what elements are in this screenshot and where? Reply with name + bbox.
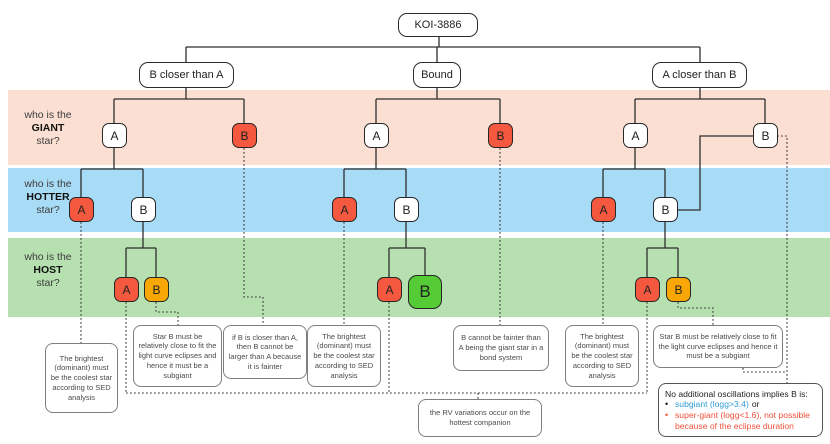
node-right-giant-a: A: [623, 123, 648, 148]
bullet-dot-icon: •: [665, 399, 669, 410]
note-subgiant-right: Star B must be relatively close to fit t…: [653, 325, 783, 368]
node-right-host-a: A: [635, 277, 660, 302]
note-sed-right: The brightest (dominant) must be the coo…: [565, 325, 639, 387]
node-mid-hotter-a: A: [332, 197, 357, 222]
node-right-hotter-a: A: [591, 197, 616, 222]
note-sed-left: The brightest (dominant) must be the coo…: [45, 343, 118, 413]
band-hotter-suffix: star?: [36, 203, 60, 216]
oscillations-bullet-supergiant: • super-giant (logg<1.6), not possible b…: [665, 410, 816, 431]
oscillations-bullet1-text: subgiant (logg>3.4): [675, 399, 749, 410]
note-fainter: if B is closer than A, then B cannot be …: [223, 325, 307, 379]
oscillations-bullet1-suffix: or: [751, 399, 760, 410]
band-host-keyword: HOST: [33, 263, 63, 276]
node-right-host-b: B: [666, 277, 691, 302]
branch-a-closer-than-b: A closer than B: [652, 62, 747, 88]
dotted-connectors: [80, 135, 788, 399]
root-node: KOI-3886: [398, 13, 478, 37]
oscillations-bullet-subgiant: • subgiant (logg>3.4) or: [665, 399, 759, 410]
node-left-hotter-a: A: [69, 197, 94, 222]
node-mid-host-a: A: [377, 277, 402, 302]
branch-b-closer-than-a: B closer than A: [139, 62, 234, 88]
band-giant-suffix: star?: [36, 134, 60, 147]
band-host-prefix: who is the: [24, 251, 72, 263]
node-left-host-a: A: [114, 277, 139, 302]
node-left-host-b: B: [144, 277, 169, 302]
branch-bound: Bound: [413, 62, 461, 88]
node-mid-hotter-b: B: [394, 197, 419, 222]
band-host-suffix: star?: [36, 276, 60, 289]
node-mid-giant-b: B: [488, 123, 513, 148]
node-mid-host-b-answer: B: [408, 275, 442, 309]
bullet-dot-icon: •: [665, 410, 669, 421]
note-rv-variations: the RV variations occur on the hottest c…: [418, 399, 542, 437]
node-right-hotter-b: B: [653, 197, 678, 222]
band-question-giant: who is the GIANT star?: [8, 109, 88, 147]
node-mid-giant-a: A: [364, 123, 389, 148]
band-hotter-keyword: HOTTER: [26, 190, 70, 203]
note-bond-system: B cannot be fainter than A being the gia…: [453, 325, 549, 371]
band-giant-keyword: GIANT: [31, 121, 65, 134]
node-left-giant-a: A: [102, 123, 127, 148]
band-question-host: who is the HOST star?: [8, 251, 88, 289]
band-hotter-prefix: who is the: [24, 178, 72, 190]
note-sed-middle: The brightest (dominant) must be the coo…: [307, 325, 381, 387]
node-left-giant-b: B: [232, 123, 257, 148]
band-giant-prefix: who is the: [24, 109, 72, 121]
band-giant: [8, 90, 830, 165]
solid-connectors: [80, 37, 766, 278]
node-left-hotter-b: B: [131, 197, 156, 222]
note-oscillations: No additional oscillations implies B is:…: [658, 383, 823, 437]
node-right-giant-b: B: [753, 123, 778, 148]
note-subgiant-left: Star B must be relatively close to fit t…: [133, 325, 222, 387]
oscillations-intro: No additional oscillations implies B is:: [665, 388, 808, 399]
band-question-hotter: who is the HOTTER star?: [8, 178, 88, 216]
oscillations-bullet2-text: super-giant (logg<1.6), not possible bec…: [675, 410, 810, 431]
